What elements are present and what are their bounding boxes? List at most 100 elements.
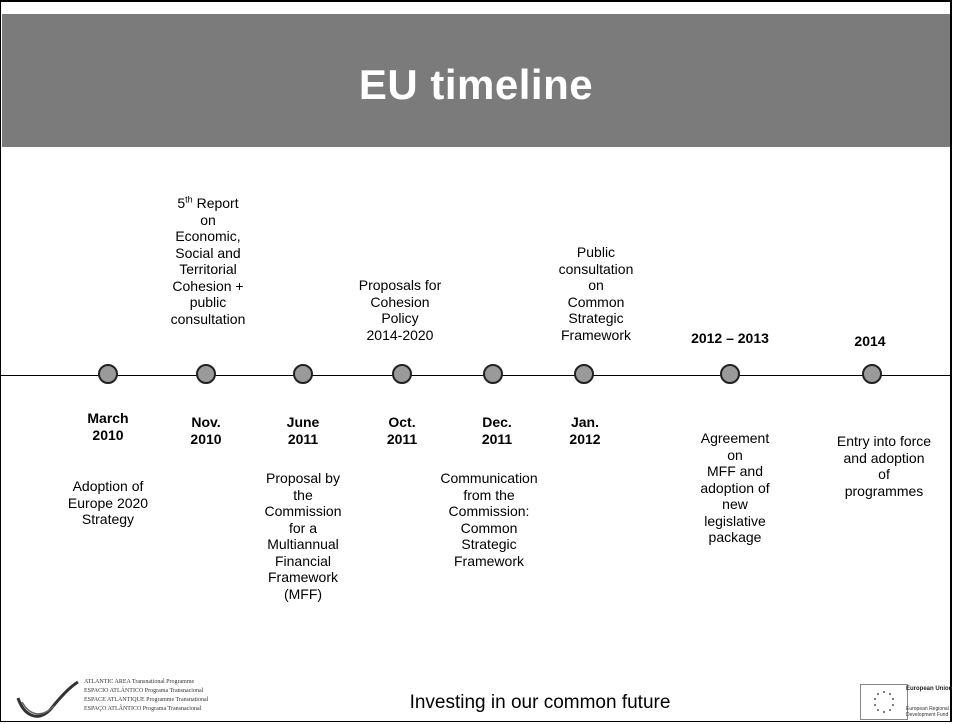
below-label-communication: Communication from the Commission: Commo… bbox=[424, 470, 554, 569]
above-label-proposals: Proposals for Cohesion Policy 2014-2020 bbox=[340, 277, 460, 343]
below-line: package bbox=[708, 529, 762, 545]
timeline-dot-nov-2010 bbox=[196, 364, 216, 384]
below-line: and adoption bbox=[843, 449, 925, 466]
below-line: from the bbox=[463, 486, 515, 503]
below-line: on bbox=[727, 446, 743, 463]
date-line: 2010 bbox=[190, 431, 222, 447]
above-label-5th-report: 5th Report on Economic, Social and Terri… bbox=[148, 195, 268, 327]
above-label-public-consultation: Public consultation on Common Strategic … bbox=[536, 244, 656, 343]
timeline-dot-june-2011 bbox=[293, 364, 313, 384]
below-line: Commission: bbox=[448, 503, 530, 519]
below-label-mff-proposal: Proposal by the Commission for a Multian… bbox=[238, 470, 368, 602]
below-line: the bbox=[293, 486, 313, 503]
above-line: Territorial bbox=[179, 261, 237, 277]
below-line: Common bbox=[460, 519, 518, 536]
below-line: Financial bbox=[274, 552, 332, 569]
timeline-dot-march-2010 bbox=[98, 364, 118, 384]
date-line: March bbox=[87, 410, 129, 426]
timeline-axis bbox=[0, 375, 952, 376]
programme-line: ESPAÇO ATLÂNTICO Programa Transnacional bbox=[84, 706, 202, 712]
programme-line: ESPACE ATLANTIQUE Programme Transnationa… bbox=[84, 697, 209, 703]
eu-label: European Union bbox=[906, 686, 953, 692]
date-line: 2011 bbox=[386, 431, 418, 447]
programme-lines: ATLANTIC AREA Transnational Programme ES… bbox=[84, 678, 208, 714]
below-line: Europe 2020 bbox=[67, 494, 149, 511]
below-label-entry-into-force: Entry into force and adoption of program… bbox=[819, 433, 949, 499]
date-line: 2011 bbox=[481, 431, 513, 447]
date-line: 2010 bbox=[92, 427, 124, 443]
date-line: Jan. bbox=[570, 414, 599, 430]
below-line: (MFF) bbox=[283, 585, 323, 602]
programme-line: ESPACIO ATLÁNTICO Programa Transnacional bbox=[84, 688, 204, 694]
below-line: MFF and bbox=[706, 463, 763, 479]
above-line: Proposals for bbox=[358, 277, 442, 293]
below-line: Strategic bbox=[461, 536, 517, 552]
above-line: 2012 – 2013 bbox=[691, 330, 769, 346]
date-march-2010: March 2010 bbox=[63, 410, 153, 444]
above-line: Framework bbox=[560, 326, 631, 343]
date-oct-2011: Oct. 2011 bbox=[357, 414, 447, 448]
below-line: Framework bbox=[453, 552, 524, 569]
erdf-label: European Regional Development Fund bbox=[906, 706, 949, 718]
above-line: Cohesion bbox=[370, 293, 430, 310]
above-line: consultation bbox=[170, 310, 246, 327]
timeline-dot-jan-2012 bbox=[574, 364, 594, 384]
above-label-2014: 2014 bbox=[810, 333, 930, 350]
title-bar: EU timeline bbox=[2, 14, 950, 147]
above-line: on bbox=[588, 277, 604, 293]
date-line: Nov. bbox=[191, 414, 221, 430]
programme-line: ATLANTIC AREA Transnational Programme bbox=[84, 679, 195, 685]
above-line: 5th Report bbox=[177, 194, 239, 211]
below-line: programmes bbox=[844, 482, 924, 499]
below-label-europe-2020: Adoption of Europe 2020 Strategy bbox=[43, 478, 173, 528]
below-line: of bbox=[878, 466, 890, 482]
atlantic-area-logo: ATLANTIC AREA Transnational Programme ES… bbox=[16, 676, 236, 722]
below-line: Adoption of bbox=[72, 478, 144, 494]
date-line: Dec. bbox=[482, 414, 512, 430]
date-nov-2010: Nov. 2010 bbox=[161, 414, 251, 448]
above-line: on bbox=[200, 211, 216, 228]
below-label-agreement-mff: Agreement on MFF and adoption of new leg… bbox=[670, 430, 800, 546]
above-line: 2014 bbox=[854, 333, 886, 349]
date-june-2011: June 2011 bbox=[258, 414, 348, 448]
below-line: new bbox=[722, 496, 748, 512]
date-line: 2012 bbox=[569, 431, 601, 447]
slide-title: EU timeline bbox=[358, 61, 594, 108]
above-line: Economic, bbox=[175, 228, 241, 244]
date-line: Oct. bbox=[388, 414, 416, 430]
date-line: June bbox=[286, 414, 320, 430]
above-label-2012-2013: 2012 – 2013 bbox=[670, 330, 790, 347]
timeline-dot-2014 bbox=[862, 364, 882, 384]
above-line: Social and bbox=[175, 244, 241, 261]
below-line: Commission bbox=[264, 503, 342, 519]
above-line: Strategic bbox=[568, 310, 624, 326]
below-line: adoption of bbox=[700, 479, 770, 496]
above-line: public bbox=[189, 294, 227, 310]
date-dec-2011: Dec. 2011 bbox=[452, 414, 542, 448]
above-line: Public bbox=[576, 244, 616, 260]
below-line: Multiannual bbox=[267, 536, 339, 552]
above-line: Common bbox=[567, 293, 625, 310]
above-line: 2014-2020 bbox=[366, 326, 434, 343]
date-line: 2011 bbox=[287, 431, 319, 447]
below-line: for a bbox=[288, 519, 317, 536]
below-line: Framework bbox=[267, 569, 338, 585]
date-jan-2012: Jan. 2012 bbox=[540, 414, 630, 448]
eu-flag-logo bbox=[860, 684, 908, 720]
above-line: Policy bbox=[381, 310, 419, 326]
above-line: Cohesion + bbox=[172, 277, 244, 294]
below-line: legislative bbox=[704, 512, 766, 529]
below-line: Entry into force bbox=[836, 433, 932, 449]
timeline-dot-dec-2011 bbox=[483, 364, 503, 384]
eu-stars-icon bbox=[874, 691, 894, 713]
above-line: consultation bbox=[558, 260, 634, 277]
below-line: Communication bbox=[440, 470, 538, 486]
timeline-dot-oct-2011 bbox=[392, 364, 412, 384]
below-line: Agreement bbox=[700, 430, 770, 446]
timeline-dot-2012-2013 bbox=[720, 364, 740, 384]
below-line: Strategy bbox=[81, 511, 135, 527]
footer-tagline: Investing in our common future bbox=[409, 692, 671, 713]
below-line: Proposal by bbox=[266, 470, 340, 486]
swoosh-icon bbox=[16, 680, 79, 718]
